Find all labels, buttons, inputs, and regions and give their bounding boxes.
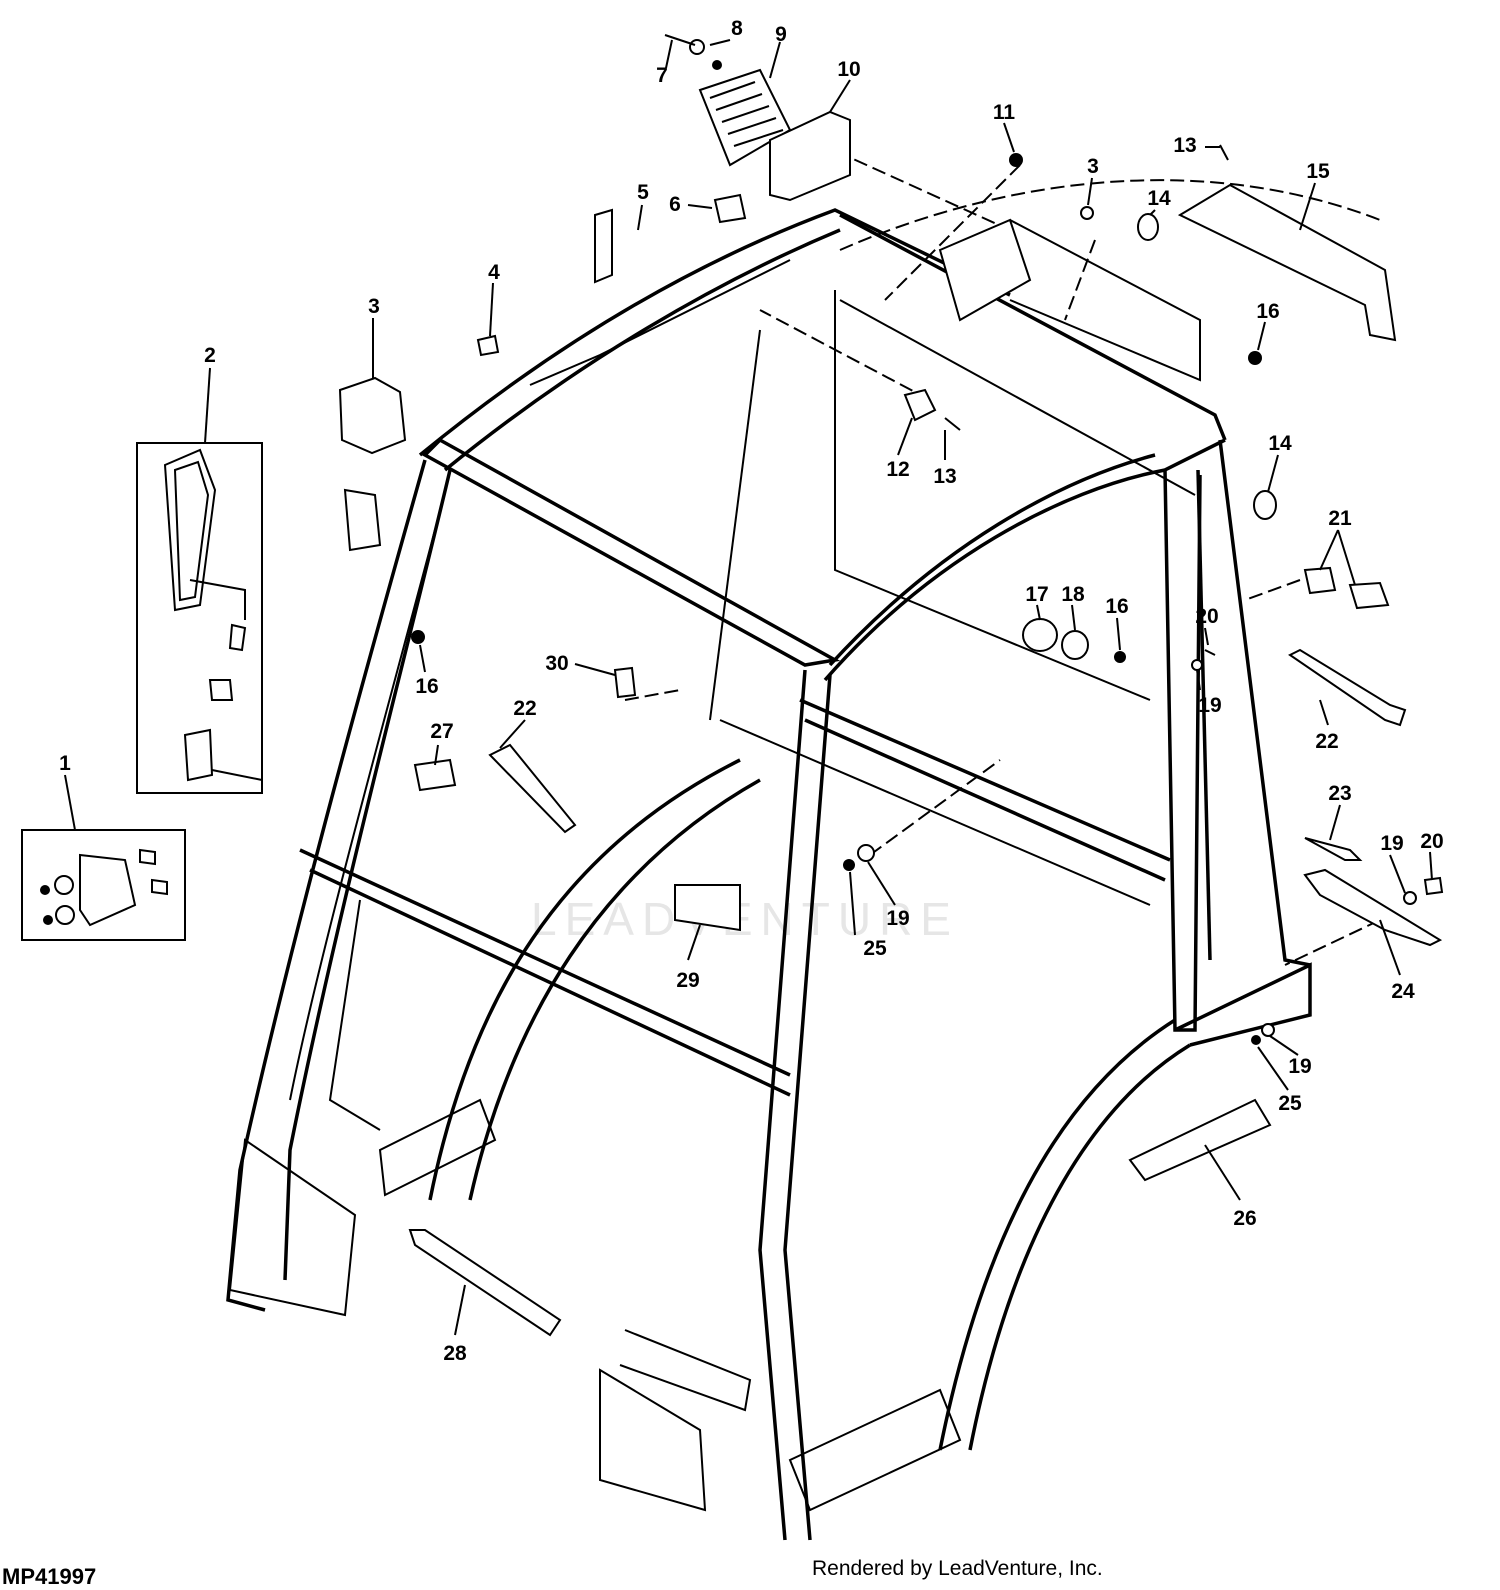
part-22-strut-left bbox=[488, 743, 577, 834]
callout-13: 13 bbox=[933, 465, 956, 488]
mirror-inset bbox=[136, 442, 263, 794]
callout-8: 8 bbox=[731, 17, 743, 40]
callout-22: 22 bbox=[1315, 730, 1338, 753]
part-20-bolt-b bbox=[1423, 876, 1444, 896]
callout-1: 1 bbox=[59, 752, 71, 775]
callout-15: 15 bbox=[1306, 160, 1330, 183]
callout-21: 21 bbox=[1328, 507, 1352, 530]
part-22-strut-right bbox=[1288, 648, 1407, 727]
part-30-fastener bbox=[613, 666, 637, 699]
callout-17: 17 bbox=[1025, 583, 1048, 606]
part-21-clip-b bbox=[1348, 581, 1390, 610]
part-23-spring bbox=[1304, 837, 1363, 861]
callout-19: 19 bbox=[1288, 1055, 1311, 1078]
leader-lines bbox=[64, 39, 1433, 1336]
callout-3: 3 bbox=[1087, 155, 1099, 178]
callout-22: 22 bbox=[513, 697, 536, 720]
part-26-trim bbox=[1128, 1098, 1272, 1182]
callout-14: 14 bbox=[1268, 432, 1292, 455]
part-12-catch bbox=[903, 388, 937, 422]
render-credit: Rendered by LeadVenture, Inc. bbox=[812, 1557, 1103, 1580]
part-11-nut bbox=[1009, 153, 1023, 167]
callout-13: 13 bbox=[1173, 134, 1196, 157]
callout-7: 7 bbox=[656, 64, 668, 87]
cab-frame bbox=[226, 109, 1381, 1541]
callout-28: 28 bbox=[443, 1342, 467, 1365]
part-27-latch bbox=[413, 758, 457, 792]
callout-3: 3 bbox=[368, 295, 380, 318]
callout-4: 4 bbox=[488, 261, 500, 284]
part-25-nut-a bbox=[843, 859, 855, 871]
callout-18: 18 bbox=[1061, 583, 1085, 606]
roof-vent bbox=[938, 218, 1032, 322]
callout-23: 23 bbox=[1328, 782, 1351, 805]
part-29-block bbox=[674, 884, 741, 932]
part-5-bracket bbox=[594, 208, 613, 284]
part-19-washer-a bbox=[1191, 659, 1203, 671]
part-14-seal-b bbox=[1253, 490, 1277, 520]
callout-14: 14 bbox=[1147, 187, 1171, 210]
part-16-nut-c bbox=[1114, 651, 1126, 663]
part-21-clip-a bbox=[1303, 566, 1337, 595]
callout-20: 20 bbox=[1195, 605, 1218, 628]
callout-11: 11 bbox=[993, 101, 1016, 124]
callout-12: 12 bbox=[886, 458, 909, 481]
part-6-block bbox=[713, 193, 747, 224]
callout-24: 24 bbox=[1391, 980, 1415, 1003]
part-20-bolt-a bbox=[1204, 649, 1216, 656]
callout-5: 5 bbox=[637, 181, 649, 204]
callout-6: 6 bbox=[669, 193, 681, 216]
callout-19: 19 bbox=[886, 907, 909, 930]
callout-26: 26 bbox=[1233, 1207, 1256, 1230]
part-14-seal-a bbox=[1137, 213, 1159, 241]
callout-10: 10 bbox=[837, 58, 860, 81]
callout-19: 19 bbox=[1198, 694, 1221, 717]
callout-25: 25 bbox=[1278, 1092, 1302, 1115]
part-24-rod bbox=[1303, 868, 1443, 947]
callout-16: 16 bbox=[415, 675, 438, 698]
figure-id: MP41997 bbox=[2, 1564, 96, 1589]
part-3-nut bbox=[1080, 206, 1094, 220]
part-25-nut-b bbox=[1251, 1035, 1261, 1045]
callout-27: 27 bbox=[430, 720, 453, 743]
callout-25: 25 bbox=[863, 937, 887, 960]
callout-2: 2 bbox=[204, 344, 216, 367]
bracket-inset bbox=[21, 829, 186, 941]
part-16-nut-b bbox=[411, 630, 425, 644]
callout-19: 19 bbox=[1380, 832, 1403, 855]
part-16-nut-a bbox=[1248, 351, 1262, 365]
callout-16: 16 bbox=[1105, 595, 1128, 618]
part-3-bracket bbox=[343, 488, 382, 552]
part-19-washer-c bbox=[1403, 891, 1417, 905]
part-19-washer-b bbox=[857, 844, 875, 862]
callout-9: 9 bbox=[775, 23, 787, 46]
part-15-panel bbox=[1177, 183, 1397, 342]
part-19-washer-d bbox=[1261, 1023, 1275, 1037]
part-7-screw bbox=[664, 34, 696, 46]
part-13-pin-b bbox=[944, 417, 961, 431]
callout-20: 20 bbox=[1420, 830, 1443, 853]
part-8-knob bbox=[689, 39, 705, 55]
callout-29: 29 bbox=[676, 969, 699, 992]
callout-30: 30 bbox=[545, 652, 568, 675]
part-17-grommet bbox=[1022, 618, 1058, 652]
part-3-housing bbox=[338, 376, 407, 455]
part-13-pin-a bbox=[1219, 144, 1229, 161]
callout-16: 16 bbox=[1256, 300, 1279, 323]
part-28-trim bbox=[408, 1229, 562, 1337]
part-18-nut bbox=[1061, 630, 1089, 660]
part-4-clip bbox=[476, 334, 500, 357]
